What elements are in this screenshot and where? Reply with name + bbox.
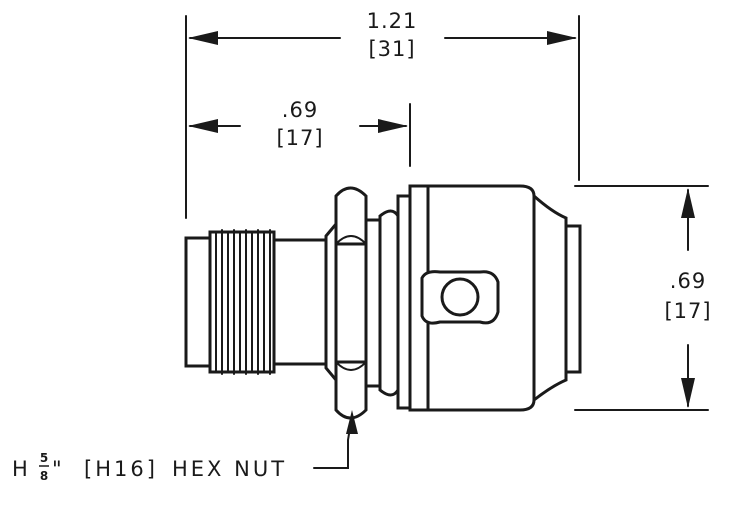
shank <box>272 238 328 366</box>
nut-chamfer-upper <box>335 235 367 245</box>
thread-ridges <box>215 229 271 375</box>
arrowhead-left <box>188 119 218 133</box>
hex-nut-callout: H 5 8 " [H16] HEX NUT <box>12 410 358 483</box>
leader-arrowhead <box>346 410 358 434</box>
dimension-flange-offset: .69 [17] <box>188 98 411 167</box>
callout-fraction-numerator: 5 <box>40 451 48 465</box>
set-screw-hole <box>440 277 480 317</box>
washer-ring-2 <box>378 209 400 397</box>
threaded-interface <box>184 229 328 375</box>
overall-length-mm: [31] <box>368 37 415 61</box>
body-height-inch: .69 <box>670 269 706 293</box>
connector-part <box>184 184 582 420</box>
flange-offset-inch: .69 <box>282 98 318 122</box>
flange-offset-mm: [17] <box>276 126 323 150</box>
hex-nut <box>324 186 368 420</box>
arrowhead-left <box>188 31 218 45</box>
callout-metric: [H16] <box>84 457 158 481</box>
callout-inch-mark: " <box>52 457 65 481</box>
housing-taper <box>532 192 568 404</box>
overall-length-inch: 1.21 <box>367 9 418 33</box>
callout-prefix: H <box>12 457 31 481</box>
rear-cap <box>564 224 582 374</box>
arrowhead-right <box>547 31 577 45</box>
leader-line <box>313 415 353 469</box>
arrowhead-bottom <box>681 378 695 408</box>
housing <box>408 184 582 412</box>
body-height-mm: [17] <box>664 299 711 323</box>
callout-fraction-denominator: 8 <box>40 469 48 483</box>
callout-description: HEX NUT <box>172 457 287 481</box>
arrowhead-right <box>378 119 408 133</box>
washer-ring-1 <box>364 218 382 388</box>
dimension-overall-length: 1.21 [31] <box>185 9 580 219</box>
lock-washer <box>364 194 412 410</box>
nut-body <box>334 186 368 420</box>
arrowhead-top <box>681 188 695 218</box>
dimension-body-height: .69 [17] <box>574 185 711 411</box>
flange-plate <box>396 194 412 410</box>
nut-chamfer-lower <box>335 361 367 371</box>
